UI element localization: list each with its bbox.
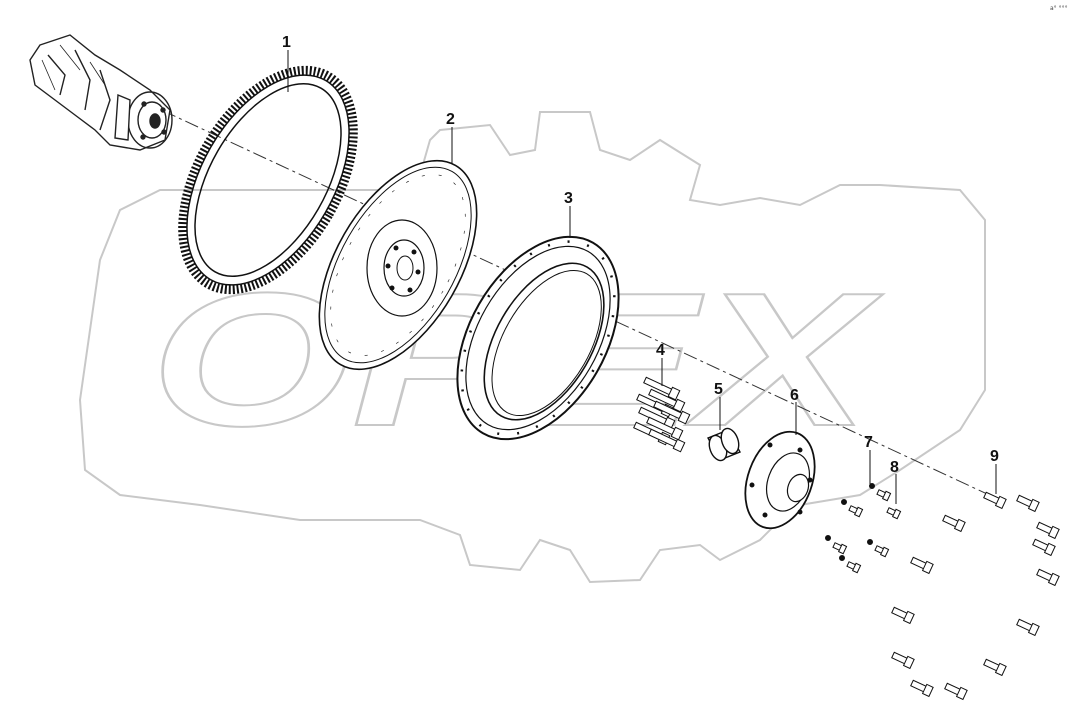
corner-mark: a° °°° (1050, 5, 1068, 12)
watermark-gear-outline (78, 111, 986, 584)
flexplate (318, 159, 478, 371)
centre-axis-line (139, 99, 1001, 501)
callout-7: 7 (864, 434, 873, 451)
callout-2: 2 (446, 111, 455, 128)
callout-6: 6 (790, 387, 799, 404)
cover-plate (744, 430, 816, 530)
callout-5: 5 (714, 381, 723, 398)
callout-1: 1 (282, 34, 291, 51)
small-fasteners (825, 483, 902, 574)
callout-8: 8 (890, 459, 899, 476)
callout-labels: 1 2 3 4 5 6 7 8 9 (282, 34, 999, 476)
crankshaft (29, 34, 173, 151)
ring-gear (178, 65, 358, 295)
flywheel-housing (456, 235, 620, 441)
callout-9: 9 (990, 448, 999, 465)
bolts-part-9 (891, 491, 1060, 701)
bushing (707, 427, 741, 462)
callout-3: 3 (564, 190, 573, 207)
callout-leaders (287, 50, 997, 504)
bolt-group (633, 376, 691, 453)
callout-4: 4 (656, 342, 665, 359)
